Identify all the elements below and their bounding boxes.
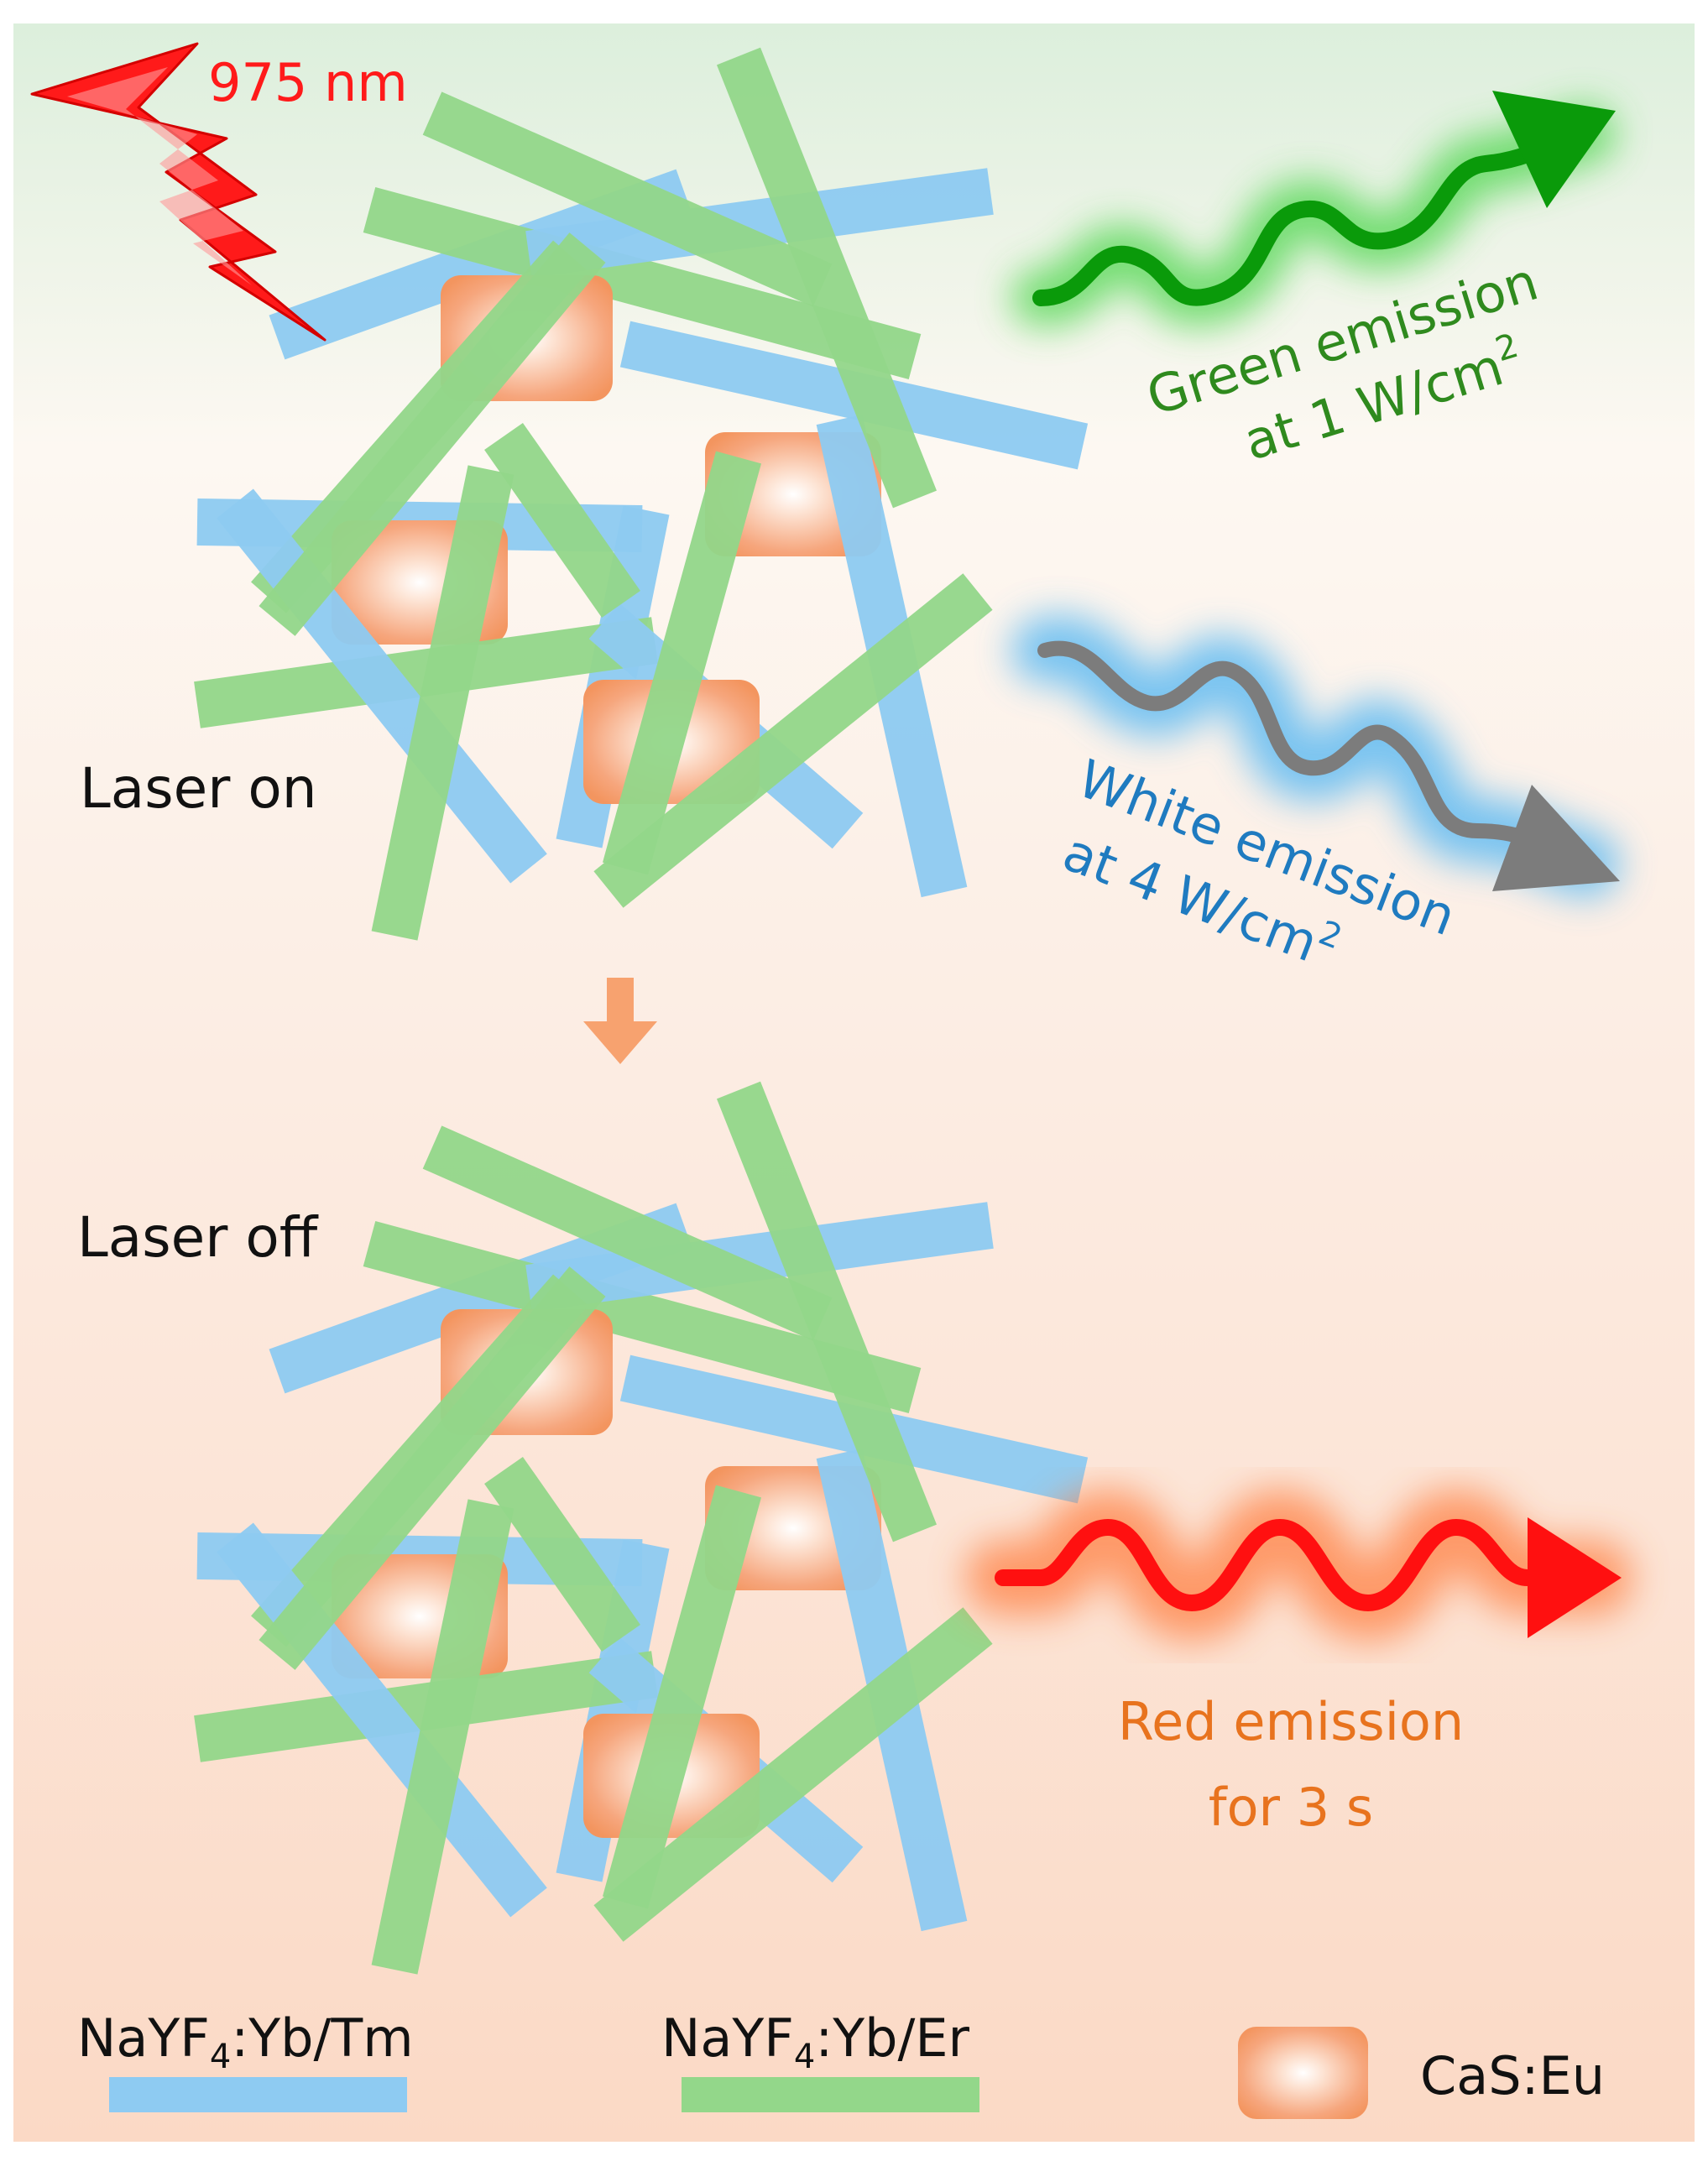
off-er-rod: [371, 1499, 514, 1975]
gray-wave-icon: [1037, 640, 1569, 859]
gray-arrowhead-icon: [1492, 785, 1620, 891]
on-er-rod: [716, 47, 938, 509]
on-er-rod: [259, 232, 606, 636]
red-emission-wave: [965, 1489, 1632, 1642]
flow-arrow-icon: [583, 978, 657, 1064]
legend: NaYF4:Yb/Tm NaYF4:Yb/Er CaS:Eu: [77, 2007, 1605, 2119]
green-emission-wave: [1011, 91, 1616, 327]
laser-bolt-icon: [30, 42, 326, 342]
on-er-rod: [603, 451, 761, 875]
red-arrowhead-icon: [1528, 1517, 1622, 1638]
legend-tm-swatch: [109, 2077, 407, 2112]
legend-er-label: NaYF4:Yb/Er: [661, 2007, 970, 2076]
red-emission-line1: Red emission: [1118, 1691, 1464, 1752]
legend-tm-label: NaYF4:Yb/Tm: [77, 2007, 414, 2076]
on-er-rod: [371, 465, 514, 941]
red-wave-icon: [995, 1519, 1570, 1611]
legend-cas-label: CaS:Eu: [1420, 2045, 1605, 2106]
off-tm-rod: [525, 1202, 994, 1312]
laser-wavelength-label: 975 nm: [208, 52, 408, 113]
off-er-rod: [259, 1266, 606, 1670]
green-arrowhead-icon: [1492, 91, 1616, 208]
red-emission-line2: for 3 s: [1209, 1777, 1373, 1838]
on-er-rod: [484, 422, 640, 619]
legend-er-swatch: [682, 2077, 979, 2112]
cluster-laser-on: [194, 47, 1089, 941]
off-er-rod: [716, 1081, 938, 1542]
on-er-rod: [593, 573, 993, 908]
on-tm-rod: [525, 168, 994, 278]
off-er-rod: [422, 1125, 833, 1341]
cluster-laser-off: [194, 1081, 1089, 1975]
laser-on-label: Laser on: [80, 756, 317, 821]
off-er-rod: [484, 1456, 640, 1652]
off-er-rod: [593, 1607, 993, 1942]
off-er-rod: [603, 1485, 761, 1909]
laser-off-label: Laser off: [77, 1205, 319, 1270]
white-emission-wave: [1011, 614, 1620, 898]
on-tm-rod: [217, 488, 547, 884]
legend-cas-swatch: [1238, 2027, 1368, 2119]
green-wave-icon: [1032, 128, 1578, 306]
off-tm-rod: [217, 1522, 547, 1918]
on-er-rod: [422, 91, 833, 307]
